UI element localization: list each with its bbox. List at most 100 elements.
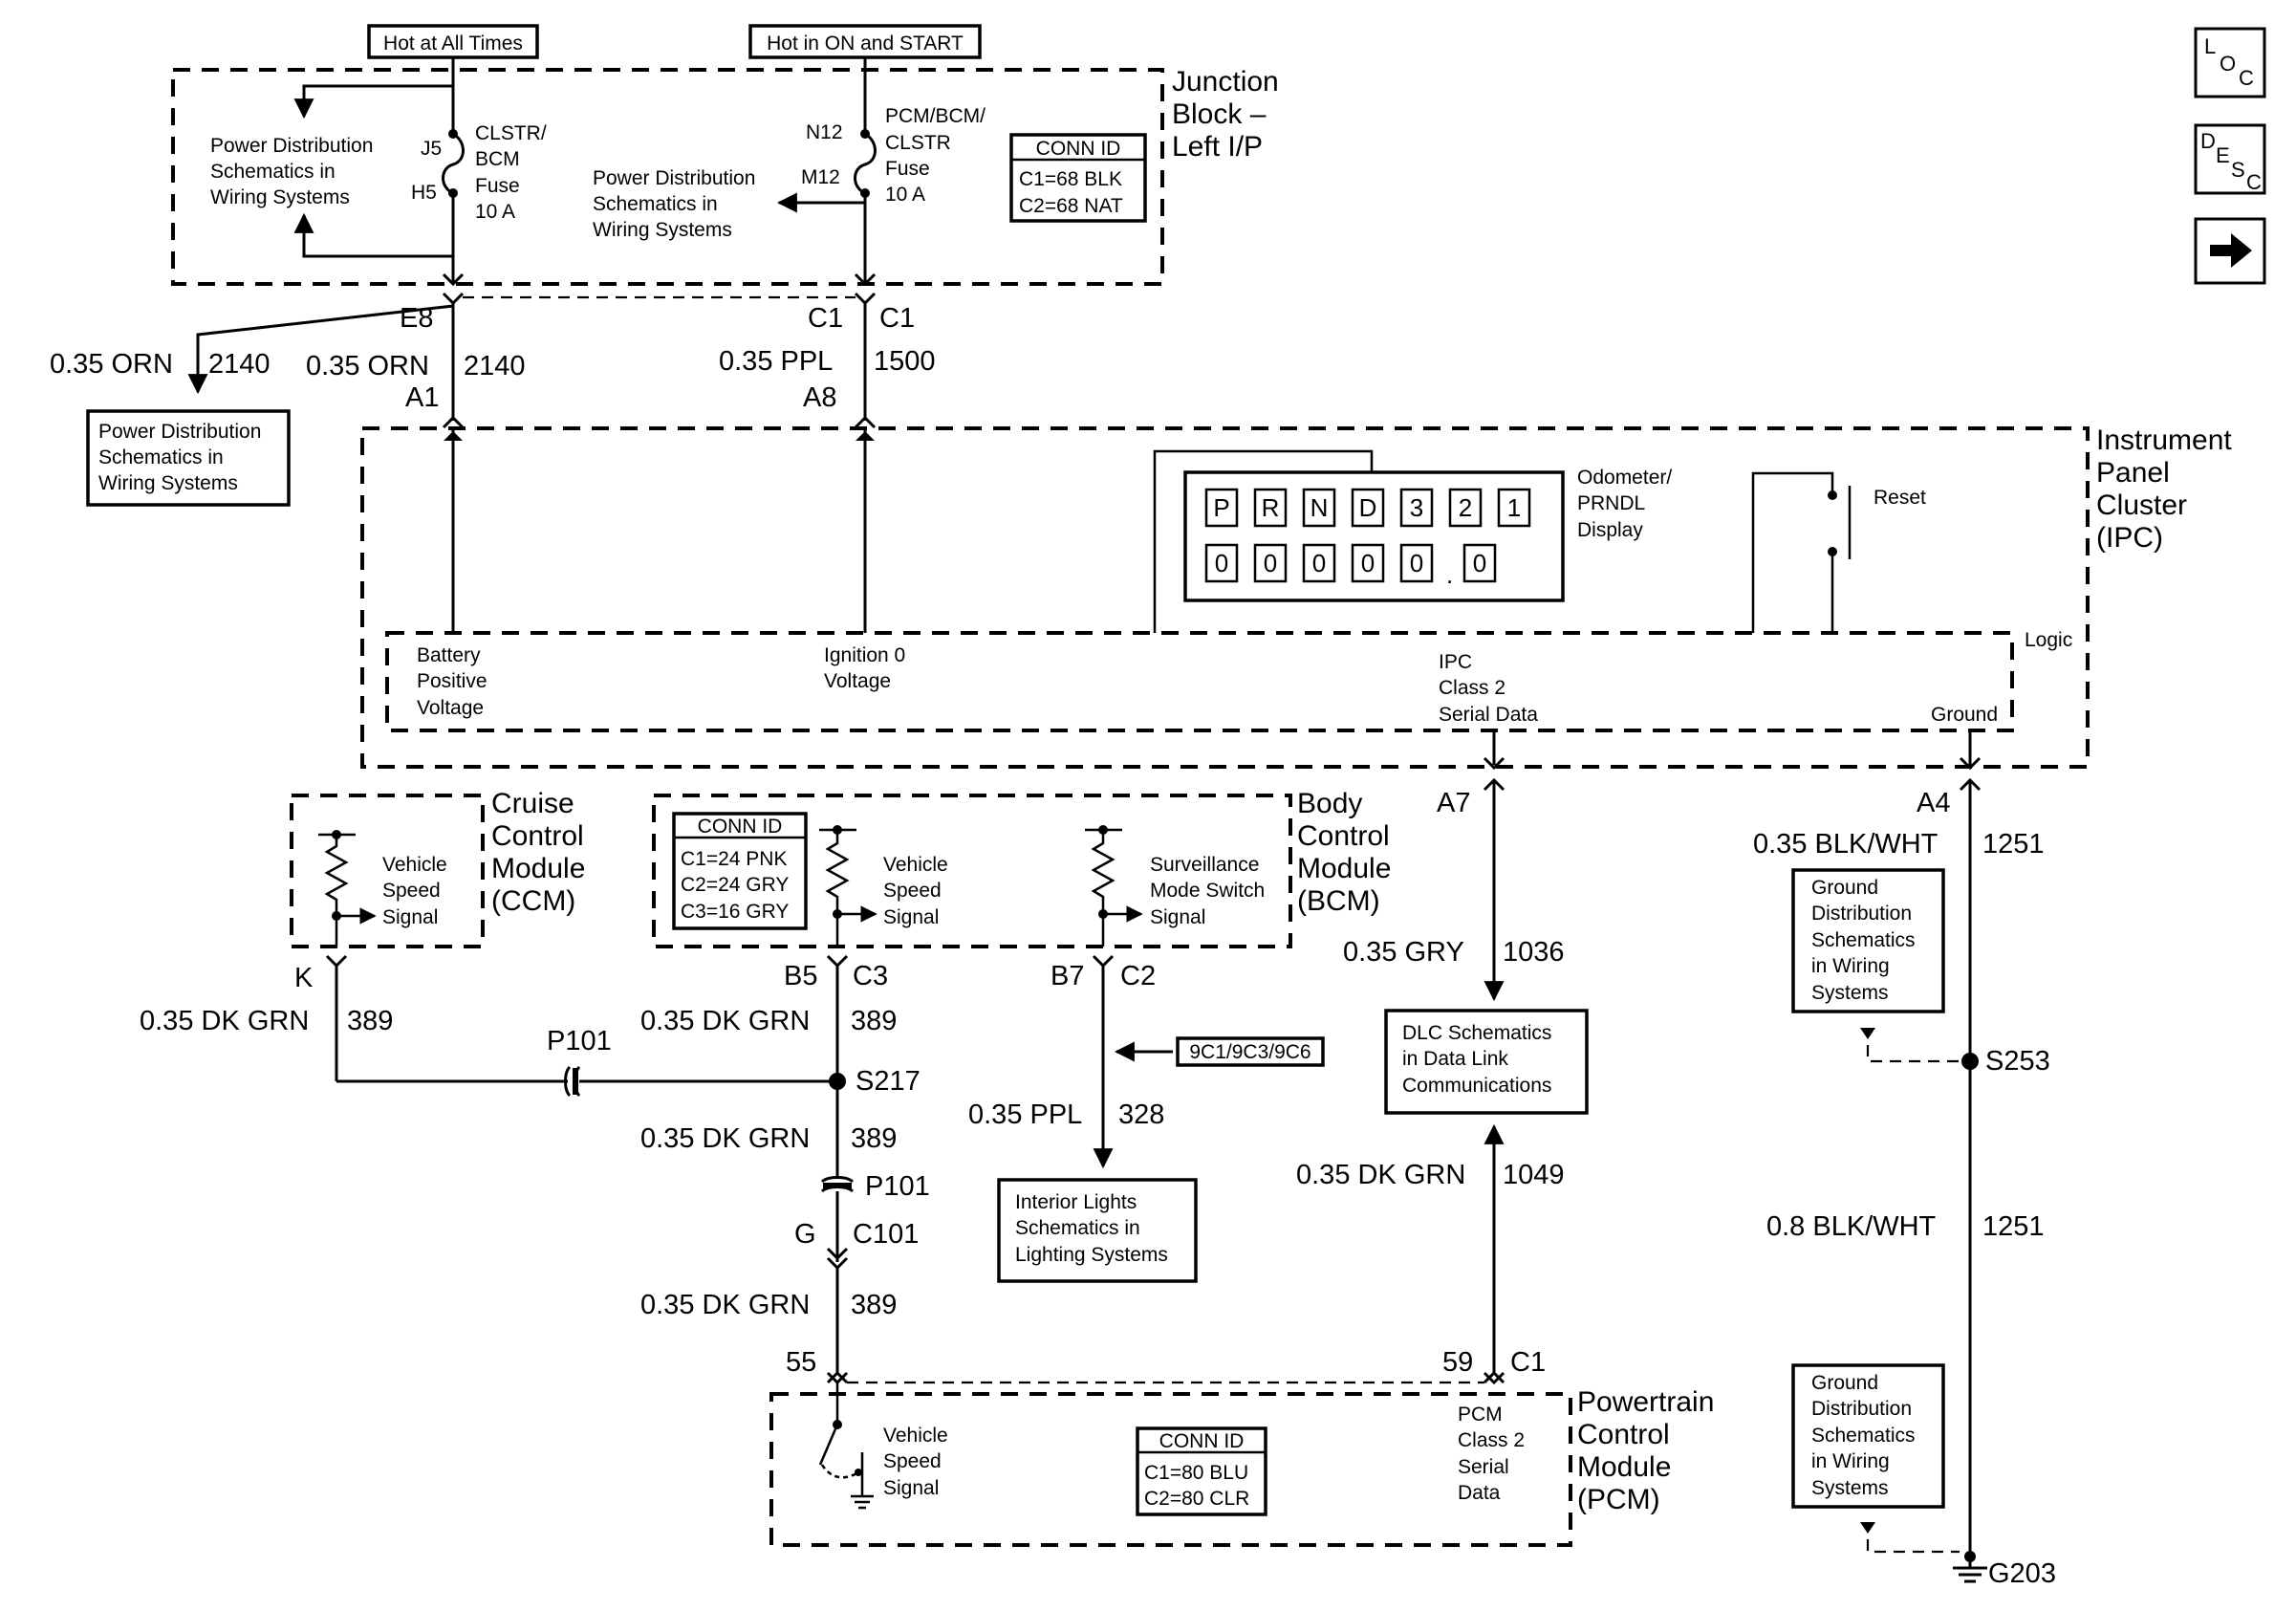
svg-text:L: L: [2204, 34, 2216, 58]
next-arrow-button[interactable]: [2194, 217, 2266, 285]
svg-text:Communications: Communications: [1402, 1075, 1551, 1097]
svg-text:Odometer/: Odometer/: [1577, 467, 1672, 489]
svg-text:9C1/9C3/9C6: 9C1/9C3/9C6: [1189, 1041, 1310, 1063]
loc-button[interactable]: L O C: [2194, 27, 2266, 98]
svg-text:Module: Module: [491, 853, 585, 884]
pcm-bcm-clstr-fuse: [854, 132, 877, 195]
battery-voltage-label: Battery Positive Voltage: [417, 644, 487, 719]
ref-9c1-box: 9C1/9C3/9C6: [1176, 1036, 1325, 1067]
svg-text:Wiring Systems: Wiring Systems: [210, 186, 350, 208]
svg-text:in Wiring: in Wiring: [1811, 955, 1890, 977]
pin-j5: J5: [421, 138, 442, 160]
ground-g203-icon: [1953, 1557, 1987, 1583]
p101-inline-connector: [564, 1065, 581, 1098]
pin-g: G: [794, 1219, 816, 1250]
splice-s217: [829, 1073, 846, 1090]
svg-text:Ground: Ground: [1811, 1372, 1878, 1394]
prndl-digit: 1: [1497, 488, 1531, 528]
svg-text:E: E: [2216, 143, 2230, 167]
svg-text:Cluster: Cluster: [2096, 490, 2187, 521]
svg-text:Battery: Battery: [417, 644, 481, 666]
odometer-digit: 0: [1351, 543, 1385, 583]
svg-text:Schematics: Schematics: [1811, 929, 1916, 951]
junction-conn-id: CONN ID C1=68 BLK C2=68 NAT: [1009, 133, 1147, 223]
svg-text:Ignition 0: Ignition 0: [824, 644, 905, 666]
svg-text:Signal: Signal: [883, 906, 939, 928]
svg-text:Power Distribution: Power Distribution: [98, 421, 261, 443]
svg-text:IPC: IPC: [1439, 651, 1472, 673]
interior-lights-ref: Interior Lights Schematics in Lighting S…: [997, 1178, 1198, 1283]
wire-1251-upper-label: 0.35 BLK/WHT: [1753, 829, 1939, 860]
bcm-wire3-num: 389: [851, 1290, 897, 1320]
pcm-title: Powertrain Control Module (PCM): [1577, 1386, 1714, 1515]
svg-text:Schematics: Schematics: [1811, 1425, 1916, 1447]
odometer-decimal-point: .: [1446, 560, 1453, 589]
svg-text:Vehicle: Vehicle: [883, 1425, 948, 1447]
svg-text:C1=80 BLU: C1=80 BLU: [1144, 1462, 1248, 1484]
bcm-vss-label: Vehicle Speed Signal: [883, 854, 948, 928]
ipc-title: Instrument Panel Cluster (IPC): [2096, 425, 2232, 554]
svg-text:O: O: [2220, 52, 2236, 76]
p101-label-top: P101: [547, 1026, 612, 1056]
svg-text:Vehicle: Vehicle: [382, 854, 447, 876]
svg-text:(CCM): (CCM): [491, 885, 575, 917]
svg-text:C2=24 GRY: C2=24 GRY: [681, 874, 789, 896]
svg-text:Control: Control: [1297, 820, 1390, 852]
svg-text:Interior Lights: Interior Lights: [1015, 1191, 1137, 1213]
s217-label: S217: [856, 1066, 921, 1097]
splice-s253: [1961, 1053, 1979, 1070]
bcm-wire2-num: 389: [851, 1123, 897, 1154]
svg-text:C1=68 BLK: C1=68 BLK: [1019, 168, 1122, 190]
svg-text:Wiring Systems: Wiring Systems: [593, 219, 732, 241]
bcm-outline: [652, 794, 1292, 948]
svg-text:R: R: [1262, 493, 1280, 522]
svg-text:3: 3: [1410, 493, 1423, 522]
svg-text:Speed: Speed: [382, 880, 441, 902]
svg-text:Serial: Serial: [1458, 1456, 1509, 1478]
odometer-digit: 0: [1399, 543, 1434, 583]
svg-text:Class 2: Class 2: [1439, 677, 1505, 699]
wire-ppl-num: 1500: [874, 346, 936, 377]
hot-in-on-start-label: Hot in ON and START: [748, 24, 982, 59]
svg-text:PCM/BCM/: PCM/BCM/: [885, 105, 986, 127]
svg-text:in Wiring: in Wiring: [1811, 1450, 1890, 1472]
svg-text:Speed: Speed: [883, 1450, 942, 1472]
svg-text:N: N: [1310, 493, 1329, 522]
bcm-wire1-num: 389: [851, 1006, 897, 1036]
p101-lower-connector: [820, 1176, 855, 1193]
svg-text:Positive: Positive: [417, 670, 487, 692]
svg-text:S: S: [2231, 158, 2245, 182]
svg-text:CONN ID: CONN ID: [698, 816, 783, 838]
junction-block-outline: [171, 68, 1164, 286]
svg-text:Left I/P: Left I/P: [1172, 131, 1263, 163]
ccm-vss-resistor: [318, 830, 377, 947]
svg-text:Control: Control: [1577, 1419, 1670, 1450]
svg-text:P: P: [1213, 493, 1229, 522]
svg-text:Schematics in: Schematics in: [98, 446, 224, 468]
pin-59: 59: [1442, 1347, 1473, 1378]
prndl-digit: 3: [1399, 488, 1434, 528]
ground-ref-box-1: Ground Distribution Schematics in Wiring…: [1791, 868, 1945, 1013]
clstr-bcm-fuse: [442, 132, 465, 195]
wire-orn-num: 2140: [464, 351, 526, 381]
desc-button[interactable]: D E S C: [2194, 123, 2266, 195]
p101-label-lower: P101: [865, 1171, 930, 1202]
logic-label: Logic: [2025, 629, 2072, 651]
odometer-digit: 0: [1462, 543, 1497, 583]
pin-a1: A1: [405, 382, 439, 413]
junction-block-title: Junction Block – Left I/P: [1172, 66, 1279, 163]
svg-text:in Data Link: in Data Link: [1402, 1048, 1508, 1070]
fuse2-label: PCM/BCM/ CLSTR Fuse 10 A: [885, 105, 986, 206]
ccm-wire-num: 389: [347, 1006, 393, 1036]
wire-ppl: 0.35 PPL: [719, 346, 833, 377]
svg-text:Instrument: Instrument: [2096, 425, 2232, 456]
prndl-digit: D: [1351, 488, 1385, 528]
svg-text:2: 2: [1459, 493, 1472, 522]
ccm-title: Cruise Control Module (CCM): [491, 788, 585, 917]
svg-text:Fuse: Fuse: [475, 175, 520, 197]
hot-in-on-start-text: Hot in ON and START: [767, 33, 964, 54]
svg-text:(BCM): (BCM): [1297, 885, 1380, 917]
svg-text:Signal: Signal: [382, 906, 438, 928]
pin-c1-pcm: C1: [1510, 1347, 1546, 1378]
